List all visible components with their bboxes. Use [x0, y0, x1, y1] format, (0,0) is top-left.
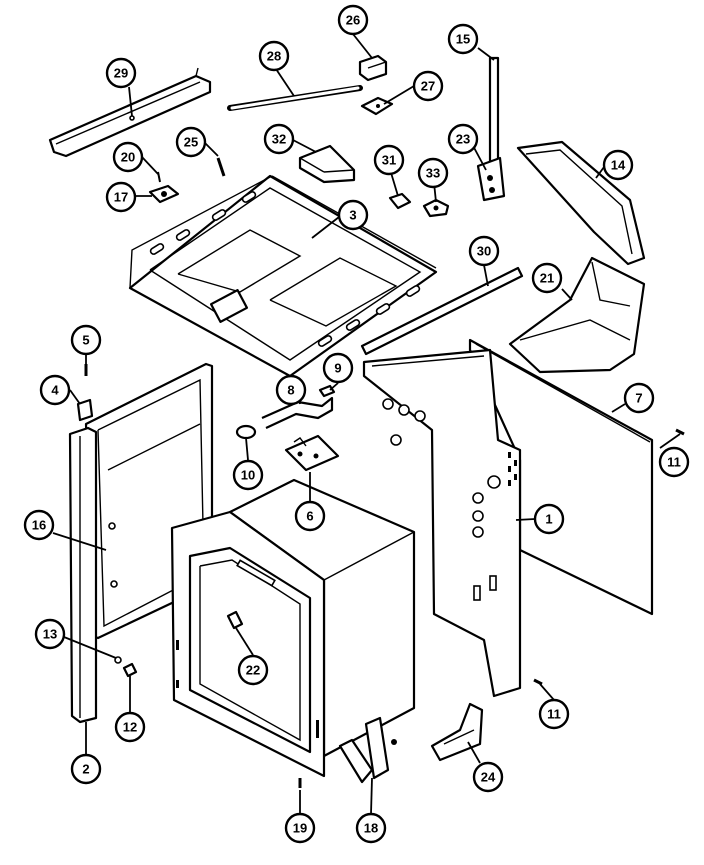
callout-7: 7	[623, 382, 655, 414]
callout-32: 32	[263, 123, 295, 155]
callout-4: 4	[39, 374, 71, 406]
part-25-pin	[216, 157, 226, 177]
svg-text:9: 9	[334, 361, 341, 376]
part-22-latch	[226, 610, 244, 630]
svg-text:6: 6	[306, 509, 313, 524]
svg-text:13: 13	[43, 627, 57, 642]
callout-26: 26	[337, 4, 369, 36]
svg-text:27: 27	[421, 79, 435, 94]
part-6-burner-assembly	[284, 434, 340, 472]
callout-20: 20	[112, 141, 144, 173]
svg-text:14: 14	[611, 158, 626, 173]
callout-31: 31	[373, 144, 405, 176]
svg-text:20: 20	[121, 150, 135, 165]
part-30-strip	[360, 266, 524, 356]
svg-text:3: 3	[349, 208, 356, 223]
part-1-edge-slots	[508, 452, 517, 486]
callout-30: 30	[468, 235, 500, 267]
svg-text:29: 29	[114, 66, 128, 81]
svg-text:19: 19	[293, 821, 307, 836]
svg-text:7: 7	[635, 391, 642, 406]
callout-9: 9	[322, 352, 354, 384]
callout-19: 19	[284, 812, 316, 844]
svg-text:25: 25	[184, 135, 198, 150]
callout-25: 25	[175, 126, 207, 158]
callout-1: 1	[533, 503, 565, 535]
svg-text:32: 32	[272, 132, 286, 147]
part-2-front-post	[68, 426, 98, 724]
part-21-duct	[508, 256, 646, 374]
part-20-17-thermostat	[148, 171, 180, 204]
part-1-side-panel	[362, 348, 522, 698]
svg-text:30: 30	[477, 244, 491, 259]
svg-text:17: 17	[114, 190, 128, 205]
part-31-33-sensors	[388, 192, 450, 218]
callout-5: 5	[70, 324, 102, 356]
part-10-knob	[235, 424, 257, 440]
callout-18: 18	[355, 812, 387, 844]
part-26-clip	[358, 54, 388, 82]
svg-text:26: 26	[346, 13, 360, 28]
svg-text:1: 1	[545, 512, 552, 527]
part-29-trim-strip	[48, 67, 212, 158]
part-15-23-valve-assembly	[476, 56, 506, 202]
callout-24: 24	[472, 761, 504, 793]
callout-15: 15	[447, 23, 479, 55]
svg-text:11: 11	[667, 455, 681, 470]
callout-23: 23	[447, 123, 479, 155]
svg-text:24: 24	[481, 770, 496, 785]
callout-3: 3	[337, 199, 369, 231]
callout-6: 6	[294, 500, 326, 532]
callout-11-lower: 11	[538, 698, 570, 730]
callout-2: 2	[70, 753, 102, 785]
part-3-burner-box	[128, 174, 438, 378]
svg-text:31: 31	[382, 153, 396, 168]
svg-text:8: 8	[287, 383, 294, 398]
svg-text:11: 11	[547, 707, 561, 722]
callout-13: 13	[34, 618, 66, 650]
callout-8: 8	[275, 374, 307, 406]
svg-text:4: 4	[51, 383, 59, 398]
callout-33: 33	[417, 157, 449, 189]
svg-text:23: 23	[456, 132, 470, 147]
svg-text:28: 28	[267, 49, 281, 64]
callout-10: 10	[232, 459, 264, 491]
svg-text:2: 2	[82, 762, 89, 777]
svg-text:5: 5	[82, 333, 89, 348]
callout-29: 29	[105, 57, 137, 89]
callout-11-upper: 11	[658, 446, 690, 478]
callout-17: 17	[105, 181, 137, 213]
part-18-hinge	[338, 716, 397, 784]
svg-text:15: 15	[456, 32, 470, 47]
part-3-slots	[149, 191, 421, 347]
svg-text:33: 33	[426, 166, 440, 181]
svg-text:22: 22	[246, 663, 260, 678]
svg-text:18: 18	[364, 821, 378, 836]
part-27-plate	[360, 96, 394, 116]
part-32-tray	[298, 144, 356, 184]
svg-text:16: 16	[32, 518, 46, 533]
small-hardware	[76, 364, 138, 678]
callout-22: 22	[237, 654, 269, 686]
svg-text:21: 21	[540, 271, 554, 286]
part-28-rod	[227, 85, 363, 111]
leader-lines	[52, 33, 681, 815]
callout-28: 28	[258, 40, 290, 72]
screws	[298, 428, 685, 788]
callout-14: 14	[602, 149, 634, 181]
svg-text:12: 12	[123, 720, 137, 735]
callout-21: 21	[531, 262, 563, 294]
svg-text:10: 10	[241, 468, 255, 483]
part-14-vent-duct	[516, 140, 646, 266]
callout-16: 16	[23, 509, 55, 541]
callout-12: 12	[114, 711, 146, 743]
callout-27: 27	[412, 70, 444, 102]
